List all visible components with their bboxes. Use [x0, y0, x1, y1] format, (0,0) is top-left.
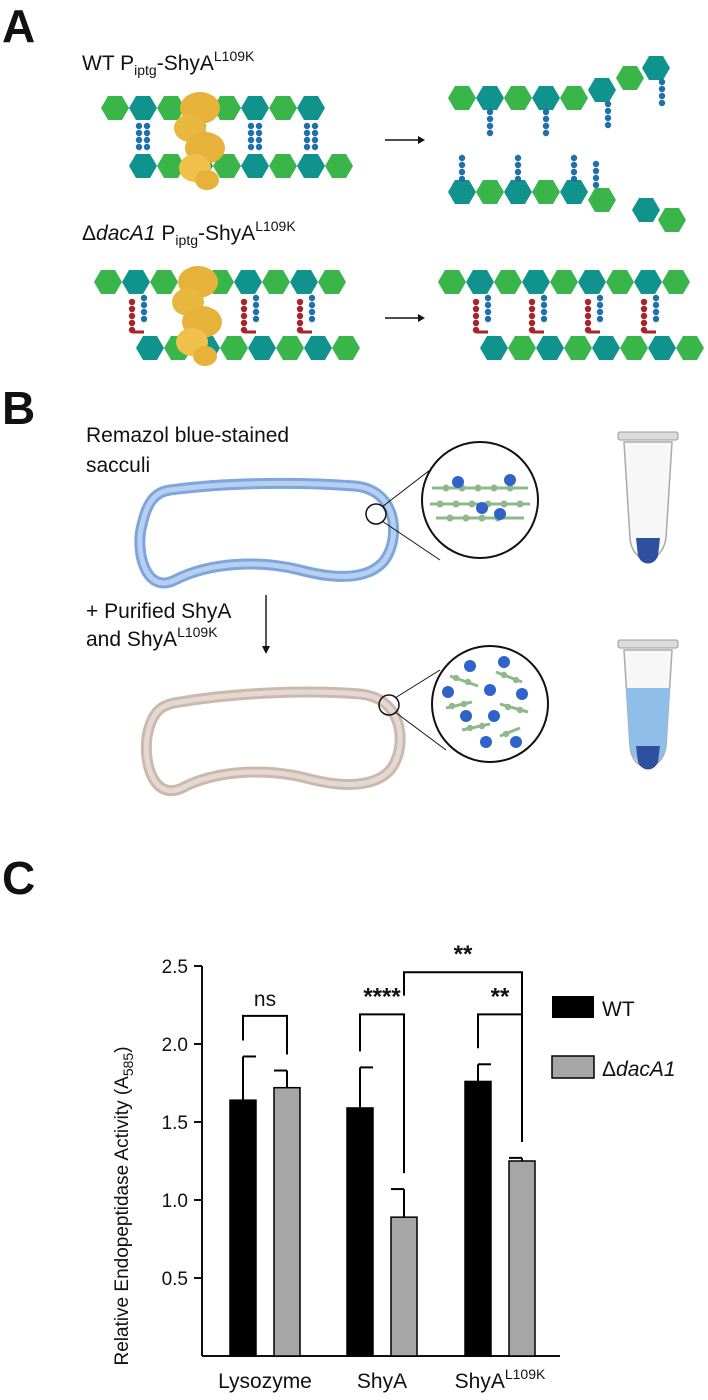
wt-cleaved-sacculus [448, 56, 686, 232]
bar-dacA1 [390, 1216, 418, 1357]
legend-label-mut: ΔdacA1 [602, 1058, 676, 1081]
bracket-across-label: ** [454, 941, 473, 968]
y-tick-label: 0.5 [162, 1269, 188, 1290]
y-axis-label: Relative Endopeptidase Activity (A585) [112, 1046, 136, 1365]
x-tick-labels: Lysozyme ShyA ShyAL109K [218, 1366, 546, 1393]
legend-swatch-mut [551, 1055, 595, 1079]
bracket-shya-label: **** [363, 983, 401, 1010]
x-tick-label: ShyAL109K [455, 1366, 546, 1393]
y-tick-label: 1.5 [162, 1113, 188, 1134]
panel-a-row1-label: WT Piptg-ShyAL109K [82, 48, 255, 78]
bracket-lysozyme-label: ns [254, 988, 276, 1011]
stained-sacculus-icon [134, 477, 400, 589]
legend-label-wt: WT [602, 998, 635, 1021]
digested-sacculus-icon [140, 686, 406, 796]
shya-enzyme-icon [174, 92, 225, 190]
bracket-lysozyme [242, 1014, 288, 1055]
legend-swatch-wt [552, 996, 594, 1018]
y-tick-label: 1.0 [162, 1191, 188, 1212]
tube-supernatant-icon [617, 639, 679, 770]
zoom-cleaved-peptidoglycan-icon [431, 645, 549, 763]
y-tick-label: 2.5 [162, 957, 188, 978]
panel-a-row2-label: ΔdacA1 Piptg-ShyAL109K [82, 218, 296, 248]
dacA1-resistant-sacculus [438, 270, 704, 360]
x-tick-label: Lysozyme [218, 1370, 312, 1393]
significance-brackets: ns******** [242, 941, 523, 1174]
bars [229, 1055, 536, 1357]
bracket-shyal109k [477, 1013, 523, 1142]
shya-enzyme-icon [172, 266, 222, 366]
bar-wt [346, 1107, 374, 1357]
zoom-intact-peptidoglycan-icon [421, 441, 539, 559]
bar-dacA1 [273, 1086, 301, 1357]
bar-wt [464, 1080, 492, 1357]
x-tick-label: ShyA [357, 1370, 407, 1393]
panel-c-letter: C [2, 852, 35, 904]
bracket-shya [359, 1013, 405, 1174]
bar-dacA1 [508, 1160, 536, 1357]
tube-pellet-icon [617, 431, 679, 564]
step-label-line2: and ShyAL109K [86, 624, 218, 651]
bar-wt [229, 1099, 257, 1357]
bracket-shyal109k-label: ** [491, 983, 510, 1010]
dacA1-crosslinked-sacculus [94, 266, 360, 366]
y-tick-label: 2.0 [162, 1035, 188, 1056]
wt-crosslinked-sacculus [101, 92, 353, 190]
step-label-line1: + Purified ShyA [86, 600, 231, 623]
panel-a-letter: A [2, 0, 35, 52]
panel-b: B Remazol blue-stained sacculi + Purifie… [2, 390, 679, 796]
sacculi-label-line1: Remazol blue-stained [86, 424, 289, 447]
y-ticks: 0.5 1.0 1.5 2.0 2.5 [162, 957, 202, 1290]
panel-b-letter: B [2, 390, 35, 434]
panel-c-chart: C Relative Endopeptidase Activity (A585)… [2, 852, 676, 1393]
sacculi-label-line2: sacculi [86, 454, 150, 477]
panel-a: A WT Piptg-ShyAL109K [2, 0, 704, 366]
legend: WT ΔdacA1 [551, 996, 676, 1081]
